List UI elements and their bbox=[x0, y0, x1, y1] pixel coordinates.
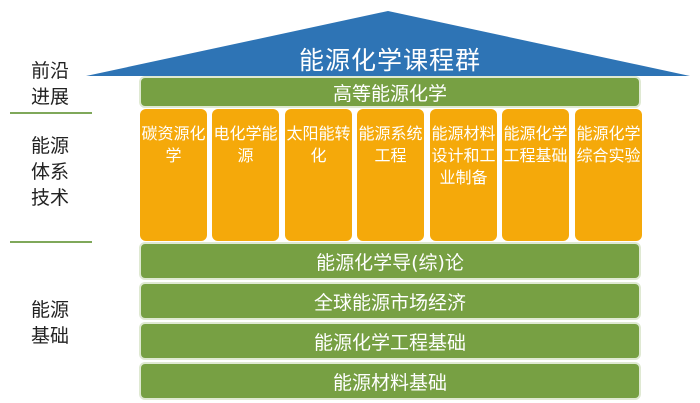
side-label-technology-line: 技术 bbox=[30, 187, 69, 209]
frontier-bar: 高等能源化学 bbox=[139, 76, 641, 108]
side-label-technology-line: 能源 bbox=[30, 135, 69, 157]
roof-title: 能源化学课程群 bbox=[298, 46, 481, 75]
pillar-energy-chemical-engineering: 能源化学工程基础 bbox=[502, 109, 569, 241]
side-label-foundation-line: 基础 bbox=[30, 325, 69, 347]
foundation-bar-market-economy: 全球能源市场经济 bbox=[139, 282, 641, 320]
pillar-energy-systems-engineering: 能源系统工程 bbox=[357, 109, 424, 241]
foundation-bar-introduction: 能源化学导(综)论 bbox=[139, 242, 641, 280]
pillar-carbon-resource-chemistry: 碳资源化学 bbox=[140, 109, 207, 241]
side-label-technology: 能源 体系 技术 bbox=[0, 133, 100, 211]
pillar-electrochemical-energy: 电化学能源 bbox=[212, 109, 279, 241]
divider-top bbox=[10, 112, 92, 114]
pillar-solar-conversion: 太阳能转化 bbox=[285, 109, 352, 241]
divider-bottom bbox=[10, 241, 92, 243]
foundation-bar-materials-basics: 能源材料基础 bbox=[139, 362, 641, 400]
side-label-frontier-line: 进展 bbox=[30, 86, 69, 108]
side-label-frontier-line: 前沿 bbox=[30, 60, 69, 82]
pillar-comprehensive-experiment: 能源化学综合实验 bbox=[575, 109, 642, 241]
side-label-technology-line: 体系 bbox=[30, 161, 69, 183]
pillar-energy-materials-design: 能源材料设计和工业制备 bbox=[430, 109, 497, 241]
foundation-bar-engineering-basics: 能源化学工程基础 bbox=[139, 322, 641, 360]
roof-triangle bbox=[86, 11, 690, 76]
side-label-foundation-line: 能源 bbox=[30, 299, 69, 321]
side-label-frontier: 前沿 进展 bbox=[0, 58, 100, 110]
side-label-foundation: 能源 基础 bbox=[0, 297, 100, 349]
